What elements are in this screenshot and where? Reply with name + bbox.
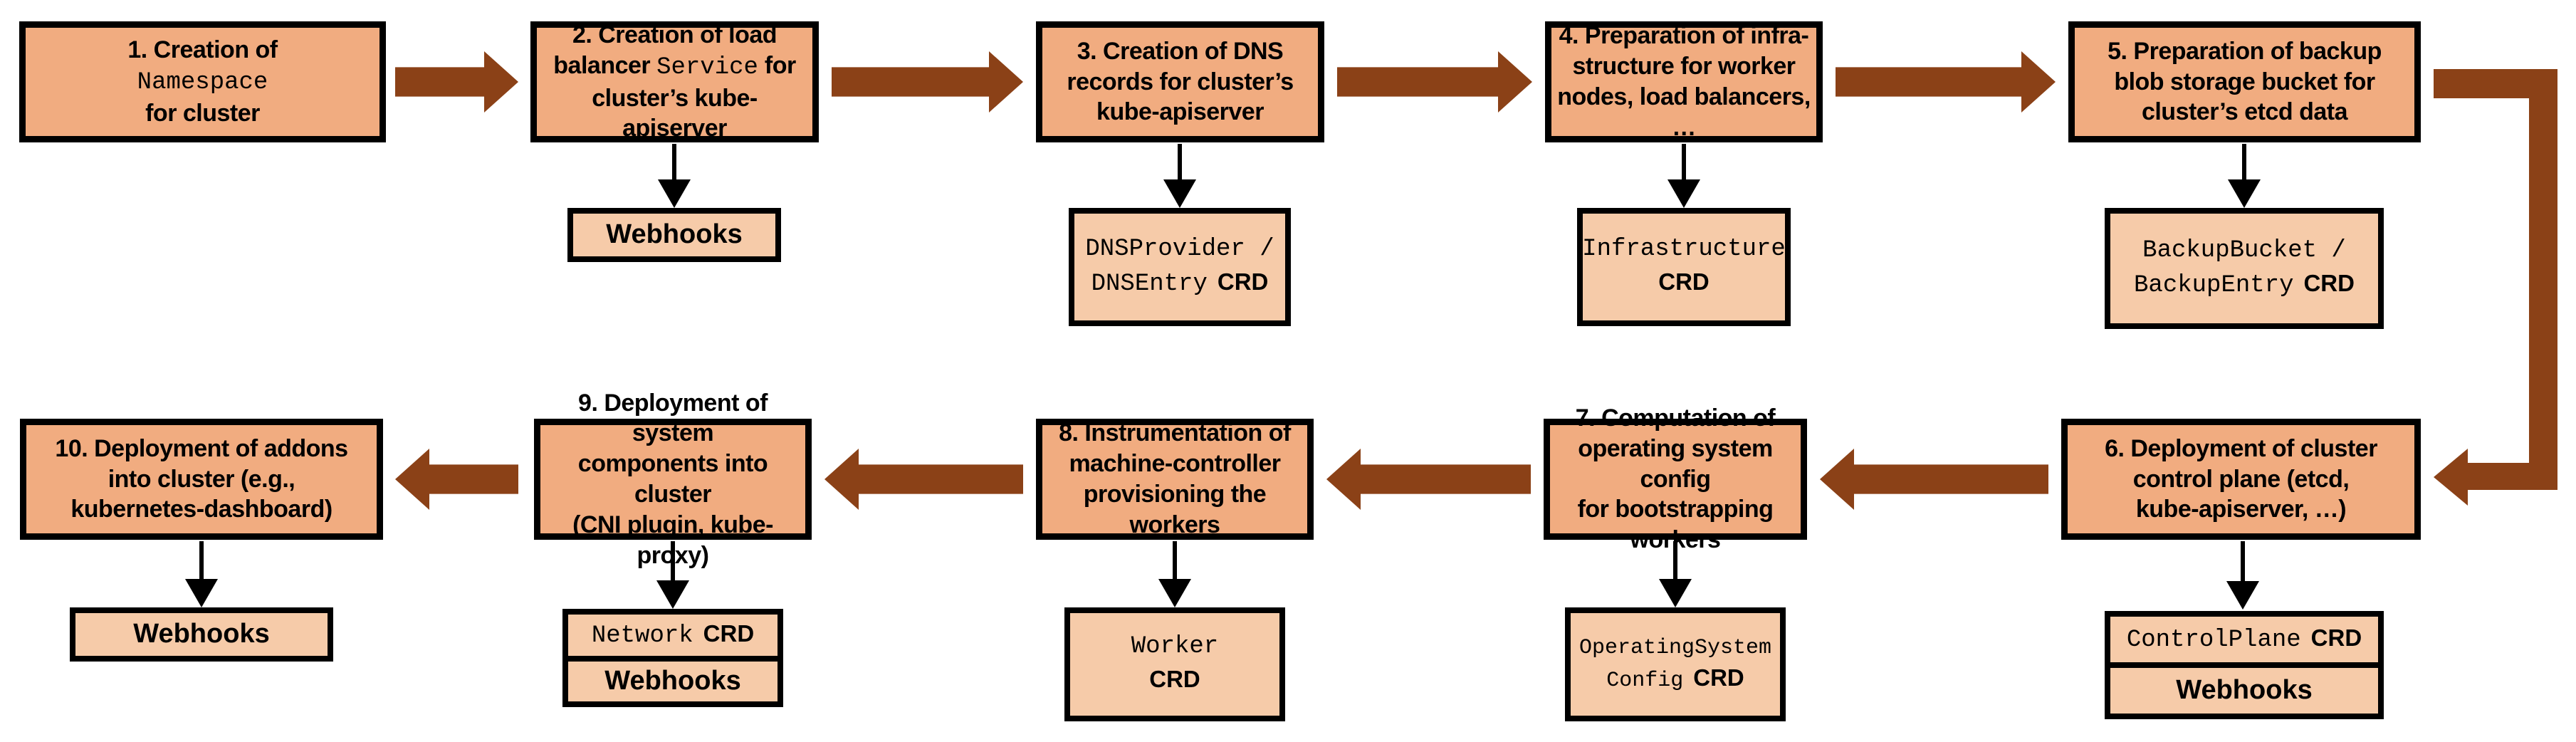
connector-step3-to-dns-crd <box>1163 144 1197 208</box>
artifact-infrastructure-crd-box: Infrastructure CRD <box>1577 208 1791 326</box>
artifact-webhooks-step2-label: Webhooks <box>606 219 743 249</box>
step-7-box: 7. Computation of operating system confi… <box>1544 404 1807 553</box>
artifact-network-crd-label: CRD <box>703 620 755 647</box>
artifact-osc-crd-box: OperatingSystem Config CRD <box>1565 607 1786 721</box>
artifact-controlplane-crd-box: ControlPlane CRD <box>2105 611 2384 668</box>
step-5-title: 5. Preparation of backup blob storage bu… <box>2108 37 2382 126</box>
artifact-webhooks-step2-box: Webhooks <box>567 208 781 262</box>
arrow-step1-to-step2 <box>395 51 518 113</box>
step-10-box: 10. Deployment of addons into cluster (e… <box>20 419 383 540</box>
artifact-network-code: Network <box>591 622 693 649</box>
artifact-worker-crd-label: CRD <box>1149 665 1200 692</box>
arrow-step9-to-step10 <box>395 449 518 510</box>
connector-step7-to-osc-crd <box>1658 541 1692 607</box>
step-7-title: 7. Computation of operating system confi… <box>1575 404 1776 554</box>
artifact-controlplane-code: ControlPlane <box>2126 626 2301 654</box>
step-4-title: 4. Preparation of infra- structure for w… <box>1557 22 1811 141</box>
artifact-webhooks-step9-label: Webhooks <box>604 665 741 696</box>
step-6-box: 6. Deployment of cluster control plane (… <box>2061 419 2421 540</box>
artifact-osc-line1: OperatingSystem <box>1578 635 1772 660</box>
artifact-dns-crd-box: DNSProvider / DNSEntry CRD <box>1069 208 1291 326</box>
artifact-dns-line2: DNSEntry <box>1091 270 1208 298</box>
step-2-title: 2. Creation of load balancer Service for… <box>553 21 796 142</box>
arrow-step2-to-step3 <box>832 51 1023 113</box>
step-6-title: 6. Deployment of cluster control plane (… <box>2105 434 2377 523</box>
artifact-network-crd-box: Network CRD <box>562 609 783 662</box>
step-1-box: 1. Creation of Namespace for cluster <box>19 21 386 142</box>
artifact-backup-crd-box: BackupBucket / BackupEntry CRD <box>2105 208 2384 329</box>
step-2-box: 2. Creation of load balancer Service for… <box>530 21 819 142</box>
step-5-box: 5. Preparation of backup blob storage bu… <box>2068 21 2421 142</box>
step-8-box: 8. Instrumentation of machine-controller… <box>1036 419 1314 540</box>
connector-step5-to-backup-crd <box>2227 144 2261 208</box>
artifact-osc-crd-label: CRD <box>1693 664 1744 691</box>
artifact-webhooks-step10-box: Webhooks <box>70 607 333 662</box>
artifact-backup-crd-label: CRD <box>2303 269 2355 296</box>
connector-step9-to-network-crd <box>656 541 690 609</box>
connector-step10-to-webhooks <box>184 541 219 607</box>
artifact-backup-line1: BackupBucket / <box>2142 236 2346 264</box>
step-3-title: 3. Creation of DNS records for cluster’s… <box>1067 37 1294 126</box>
artifact-webhooks-step6-box: Webhooks <box>2105 662 2384 719</box>
arrow-step3-to-step4 <box>1337 51 1532 113</box>
arrow-step7-to-step8 <box>1326 449 1531 510</box>
step-3-box: 3. Creation of DNS records for cluster’s… <box>1036 21 1324 142</box>
connector-step6-to-controlplane-crd <box>2226 541 2260 610</box>
step-4-box: 4. Preparation of infra- structure for w… <box>1545 21 1823 142</box>
step-1-title: 1. Creation of Namespace for cluster <box>127 36 278 127</box>
step-10-title: 10. Deployment of addons into cluster (e… <box>55 434 348 523</box>
artifact-dns-line1: DNSProvider / <box>1085 235 1274 263</box>
artifact-webhooks-step9-box: Webhooks <box>562 656 783 707</box>
arrow-step6-to-step7 <box>1820 449 2048 510</box>
artifact-backup-line2: BackupEntry <box>2134 271 2294 299</box>
artifact-worker-crd-box: Worker CRD <box>1064 607 1285 721</box>
artifact-controlplane-crd-label: CRD <box>2310 624 2362 651</box>
connector-step4-to-infrastructure-crd <box>1667 144 1701 208</box>
step-8-title: 8. Instrumentation of machine-controller… <box>1059 419 1291 538</box>
arrow-step4-to-step5 <box>1836 51 2056 113</box>
artifact-dns-crd-label: CRD <box>1217 268 1269 295</box>
connector-step2-to-webhooks <box>657 144 691 208</box>
step-9-box: 9. Deployment of system components into … <box>534 390 812 569</box>
artifact-osc-line2: Config <box>1606 669 1684 693</box>
arrow-step8-to-step9 <box>824 449 1023 510</box>
artifact-infrastructure-crd-label: CRD <box>1658 268 1710 295</box>
connector-step8-to-worker-crd <box>1158 541 1192 607</box>
artifact-worker-line1: Worker <box>1131 632 1219 660</box>
step-9-title: 9. Deployment of system components into … <box>572 389 773 569</box>
artifact-infrastructure-line1: Infrastructure <box>1582 235 1786 263</box>
artifact-webhooks-step6-label: Webhooks <box>2176 674 2313 705</box>
artifact-webhooks-step10-label: Webhooks <box>133 618 270 649</box>
